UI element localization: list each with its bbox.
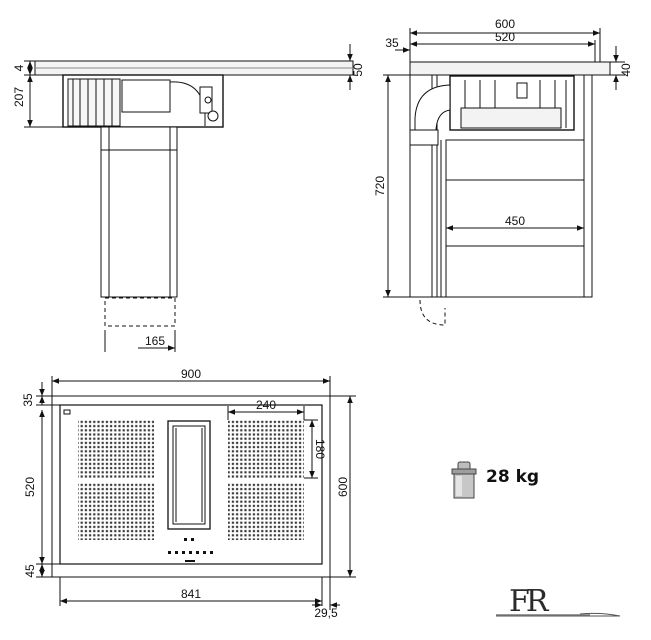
zone-left-bottom [78, 482, 154, 540]
front-elbow-duct [414, 84, 451, 143]
front-dashed-outlet [419, 299, 446, 326]
dim-front-top-thickness: 40 [619, 63, 633, 77]
side-outlet [104, 297, 176, 327]
side-view [24, 44, 354, 352]
front-drawer-middle [445, 179, 585, 247]
dim-side-depth: 207 [12, 87, 26, 107]
zone-right-bottom [228, 482, 304, 540]
top-view [36, 376, 356, 610]
dim-side-top-thickness: 4 [12, 64, 26, 71]
dim-front-overall-width: 600 [495, 17, 515, 31]
dim-top-cutout-width: 841 [181, 587, 201, 601]
brand-logo: FR [496, 584, 621, 619]
zone-left-top [78, 420, 154, 478]
dim-top-overall-width: 900 [181, 367, 201, 381]
weight-icon [451, 461, 477, 499]
dim-front-inner-width: 520 [495, 30, 515, 44]
side-duct [100, 126, 178, 298]
logo-text: FR [509, 584, 550, 619]
dim-top-zone-width: 240 [256, 398, 276, 412]
front-worktop [409, 61, 611, 76]
weight-label: 28 kg [486, 467, 539, 487]
dim-top-margin: 35 [21, 393, 35, 407]
control-panel [168, 538, 213, 562]
dim-top-bottom-margin: 45 [23, 564, 37, 578]
dim-front-left-offset: 35 [385, 36, 399, 50]
dim-top-zone-height: 180 [313, 439, 327, 459]
front-drawer-top [445, 139, 585, 181]
zone-right-top [228, 420, 304, 478]
dim-top-overall-depth: 600 [336, 477, 350, 497]
dim-front-drawer-width: 450 [505, 214, 525, 228]
dim-side-duct-width: 165 [145, 334, 165, 348]
dim-front-cabinet-height: 720 [373, 176, 387, 196]
dim-top-zone-depth: 520 [23, 477, 37, 497]
front-drawer-bottom [445, 245, 585, 298]
dim-top-right-offset: 29,5 [314, 606, 338, 620]
front-view [383, 28, 625, 326]
dim-side-right-marker: 50 [351, 63, 365, 77]
